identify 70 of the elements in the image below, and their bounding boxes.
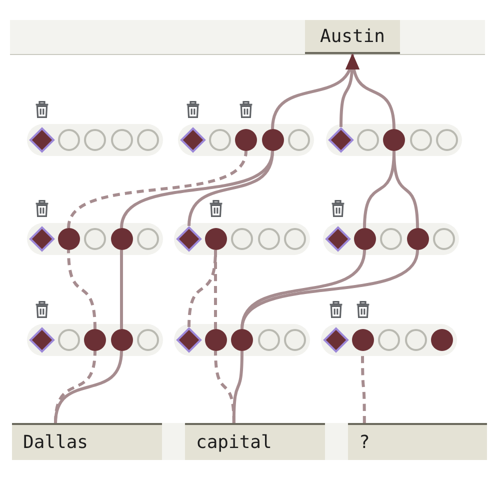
filled-node — [231, 329, 253, 351]
empty-node — [436, 129, 458, 151]
connector-line — [67, 150, 248, 228]
filled-node — [204, 329, 226, 351]
filled-node — [406, 228, 428, 250]
prompt-token-bar — [12, 423, 487, 460]
filled-node — [110, 228, 132, 250]
feature-row — [174, 223, 310, 255]
empty-node — [137, 228, 159, 250]
empty-node — [137, 329, 159, 351]
connector-line — [67, 250, 96, 330]
empty-node — [58, 129, 80, 151]
diamond-node — [180, 127, 206, 153]
filled-node — [383, 129, 405, 151]
filled-node — [235, 129, 257, 151]
connector-line — [54, 350, 123, 424]
connector-line — [188, 150, 274, 226]
empty-node — [356, 129, 378, 151]
feature-row — [321, 324, 457, 356]
diamond-node — [325, 226, 351, 252]
diamond-node — [29, 327, 55, 353]
empty-node — [380, 228, 402, 250]
feature-row — [27, 124, 163, 156]
filled-node — [262, 129, 284, 151]
diamond-node — [323, 327, 349, 353]
diamond-node — [29, 226, 55, 252]
arrow — [346, 54, 396, 130]
empty-node — [433, 228, 455, 250]
filled-node — [354, 228, 376, 250]
feature-row — [27, 223, 163, 255]
empty-node — [284, 228, 306, 250]
empty-node — [137, 129, 159, 151]
empty-node — [208, 129, 230, 151]
filled-node — [431, 329, 453, 351]
prompt-token: ? — [348, 423, 487, 460]
diamond-node — [176, 226, 202, 252]
connector-line — [214, 250, 217, 329]
empty-node — [284, 329, 306, 351]
connector-line — [232, 350, 244, 424]
empty-node — [58, 329, 80, 351]
diamond-node — [29, 127, 55, 153]
filled-node — [204, 228, 226, 250]
output-token-bar — [10, 20, 485, 55]
prompt-token: Dallas — [12, 423, 162, 460]
prompt-token: capital — [185, 423, 325, 460]
empty-node — [410, 129, 432, 151]
empty-node — [404, 329, 426, 351]
empty-node — [258, 329, 280, 351]
filled-node — [352, 329, 374, 351]
empty-node — [231, 228, 253, 250]
connector-line — [120, 250, 123, 329]
feature-row — [326, 124, 462, 156]
empty-node — [378, 329, 400, 351]
feature-row — [323, 223, 459, 255]
output-token: Austin — [305, 20, 400, 54]
diamond-node — [176, 327, 202, 353]
empty-node — [84, 129, 106, 151]
filled-node — [110, 329, 132, 351]
empty-node — [288, 129, 310, 151]
filled-node — [58, 228, 80, 250]
feature-row — [27, 324, 163, 356]
feature-row — [178, 124, 314, 156]
filled-node — [84, 329, 106, 351]
connector-line — [240, 250, 419, 330]
connector-line — [392, 150, 419, 228]
feature-row — [174, 324, 310, 356]
empty-node — [84, 228, 106, 250]
empty-node — [110, 129, 132, 151]
empty-node — [258, 228, 280, 250]
diamond-node — [328, 127, 354, 153]
